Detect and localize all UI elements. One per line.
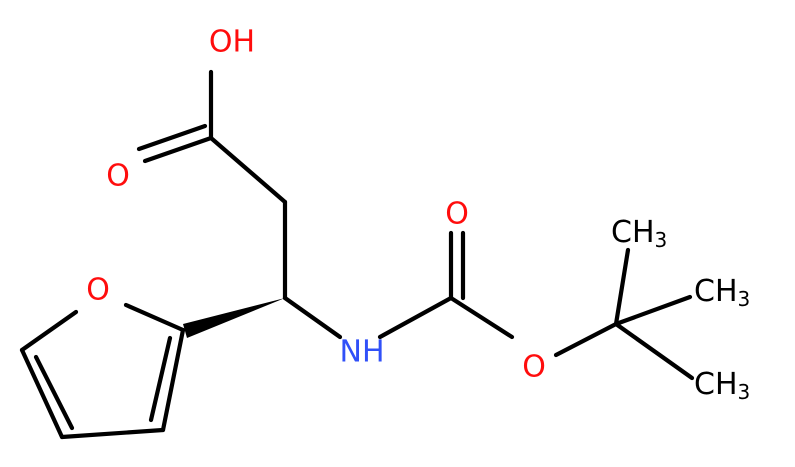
bond-acid-ch2 xyxy=(208,135,288,205)
bond-n-carbamate xyxy=(377,295,454,340)
bond-cq-ch3-top xyxy=(613,247,631,327)
hydroxyl-label: OH xyxy=(209,25,255,60)
methyl-top-main: CH xyxy=(611,215,655,250)
methyl-mid-main: CH xyxy=(694,274,738,309)
methyl-bot-sub: 3 xyxy=(738,380,751,404)
acid-carbonyl-oxygen-label: O xyxy=(106,159,130,194)
methyl-bot-main: CH xyxy=(694,367,738,402)
bond-carbamate-ester-o xyxy=(448,295,515,340)
atom-labels: OH O O O NH O CH3 CH3 CH3 xyxy=(86,25,750,405)
bonds xyxy=(19,69,695,440)
amine-label: NH xyxy=(340,335,385,370)
bond-furan-c5-c4-a xyxy=(19,347,65,440)
bond-c-o-double-a xyxy=(142,135,214,164)
bond-stereo-n xyxy=(282,295,343,340)
wedge-bond xyxy=(183,298,285,338)
methyl-top-sub: 3 xyxy=(655,228,668,252)
bond-furan-c3-c2-a xyxy=(160,327,186,433)
boc-carbonyl-oxygen-label: O xyxy=(445,197,469,232)
methyl-mid-sub: 3 xyxy=(738,287,751,311)
bond-furan-o-c5 xyxy=(19,309,79,353)
furan-oxygen-label: O xyxy=(86,273,110,308)
bond-furan-c2-o xyxy=(123,302,186,333)
methyl-mid-label: CH3 xyxy=(694,274,750,312)
bond-cq-ch3-mid xyxy=(613,294,693,327)
bond-ester-o-cq xyxy=(553,321,619,358)
ester-oxygen-label: O xyxy=(522,350,546,385)
bond-cq-ch3-bot xyxy=(613,321,695,381)
methyl-top-label: CH3 xyxy=(611,215,667,253)
bond-c-o-double-b xyxy=(136,123,208,152)
bond-furan-c4-c3 xyxy=(59,427,166,440)
bond-furan-c5-c4-b xyxy=(33,354,75,431)
bond-furan-c3-c2-b xyxy=(148,335,173,423)
methyl-bot-label: CH3 xyxy=(694,367,750,405)
